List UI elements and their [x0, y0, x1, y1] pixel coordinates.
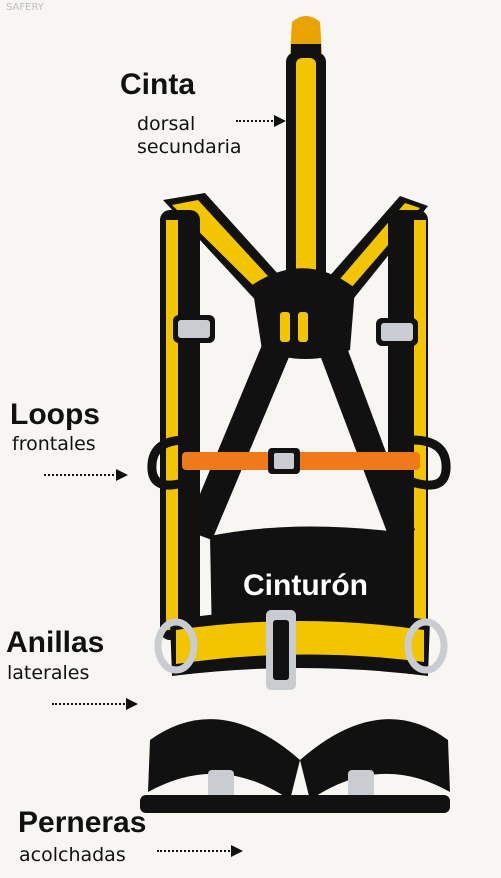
- loops-title: Loops: [10, 400, 100, 430]
- back-plate: [252, 268, 355, 359]
- leg-straps: [140, 719, 450, 813]
- cinta-subtitle-line2: secundaria: [137, 137, 242, 159]
- perneras-arrow: [157, 850, 233, 862]
- cinta-arrow: [236, 120, 276, 132]
- perneras-subtitle: acolchadas: [19, 845, 126, 867]
- cinta-subtitle-line1: dorsal: [137, 114, 195, 136]
- anillas-subtitle: laterales: [7, 663, 89, 685]
- loops-arrow: [44, 474, 118, 486]
- dorsal-strap: [286, 16, 326, 287]
- cinta-title: Cinta: [120, 70, 195, 100]
- cinturon-label: Cinturón: [243, 569, 368, 603]
- anillas-arrow: [52, 703, 128, 715]
- belt: [158, 610, 444, 690]
- anillas-title: Anillas: [6, 628, 104, 658]
- loops-subtitle: frontales: [12, 434, 96, 456]
- lower-x-straps: [185, 345, 415, 540]
- perneras-title: Perneras: [18, 808, 146, 838]
